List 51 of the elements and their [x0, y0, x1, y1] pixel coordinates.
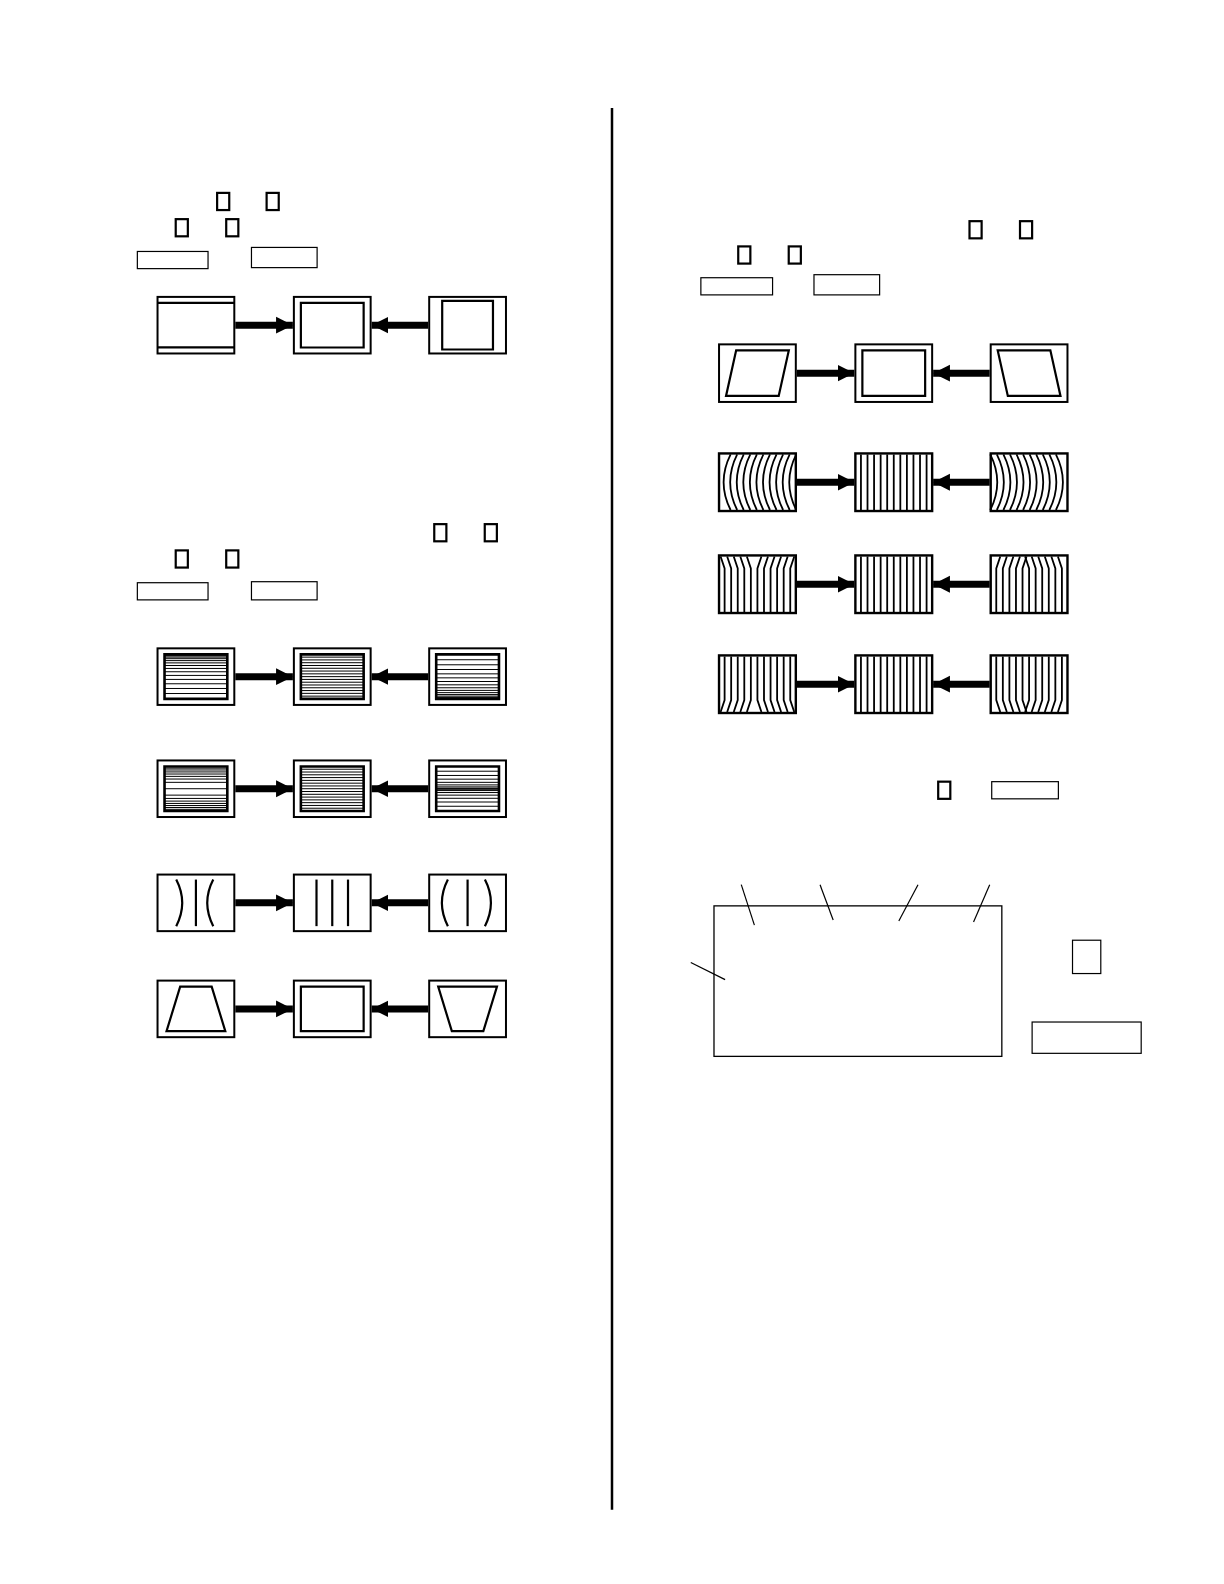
- display-frame: [713, 905, 1003, 1057]
- screen-drawing: [156, 295, 236, 355]
- screen-drawing: [292, 759, 372, 818]
- arrow: [371, 668, 429, 686]
- screen-drawing: [428, 979, 507, 1039]
- arrow: [796, 473, 855, 491]
- arrow: [796, 675, 855, 693]
- screen-drawing: [428, 759, 507, 818]
- screen-drawing: [989, 452, 1069, 513]
- screen-drawing: [428, 295, 507, 355]
- screen-drawing: [428, 873, 507, 933]
- arrow: [933, 575, 990, 593]
- screen-drawing: [156, 759, 236, 818]
- arrow: [371, 316, 429, 334]
- screen-drawing: [428, 647, 507, 706]
- screen-drawing: [717, 452, 798, 513]
- screen-drawing: [717, 554, 797, 615]
- screen-drawing: [717, 654, 797, 715]
- leader-line: [898, 884, 919, 922]
- screen-drawing: [854, 554, 934, 615]
- arrow: [235, 894, 293, 912]
- arrow: [933, 364, 990, 382]
- screen-drawing: [156, 647, 236, 706]
- screen-drawing: [854, 452, 934, 513]
- arrow: [235, 1000, 293, 1018]
- arrow: [933, 675, 990, 693]
- screen-drawing: [989, 554, 1069, 615]
- leader-line: [690, 961, 726, 981]
- screen-drawing: [989, 654, 1069, 715]
- screen-drawing: [854, 343, 934, 403]
- arrow: [235, 780, 293, 798]
- leader-line: [819, 884, 834, 921]
- screen-drawing: [989, 343, 1069, 403]
- arrow: [235, 668, 293, 686]
- leader-line: [740, 884, 755, 926]
- arrow: [235, 316, 293, 334]
- screen-drawing: [854, 654, 934, 715]
- screen-drawing: [156, 979, 236, 1039]
- arrow: [796, 364, 855, 382]
- arrow: [933, 473, 990, 491]
- screen-drawing: [292, 295, 372, 355]
- screen-drawing: [718, 343, 797, 403]
- arrow: [371, 894, 429, 912]
- arrow: [371, 780, 429, 798]
- screen-drawing: [156, 873, 236, 933]
- screen-drawing: [292, 979, 372, 1039]
- screen-drawing: [292, 873, 372, 933]
- arrow: [796, 575, 855, 593]
- arrow: [371, 1000, 429, 1018]
- screen-drawing: [292, 647, 372, 706]
- leader-line: [972, 884, 991, 923]
